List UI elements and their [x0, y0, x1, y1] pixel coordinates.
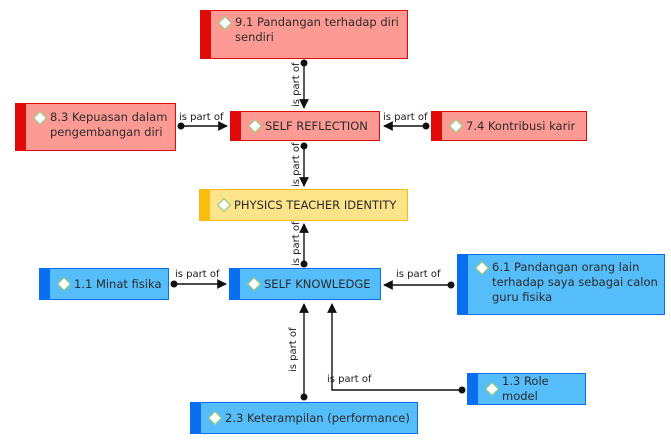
link-dot — [300, 142, 308, 150]
code-diamond-icon — [32, 110, 48, 126]
code-diamond-icon — [448, 118, 464, 134]
node-7-4-kontribusi-karir[interactable]: 7.4 Kontribusi karir — [431, 111, 587, 141]
node-label: SELF REFLECTION — [265, 118, 368, 133]
code-diamond-icon — [484, 381, 500, 397]
code-diamond-icon — [246, 276, 262, 292]
node-accent-bar — [16, 104, 26, 150]
node-accent-bar — [201, 11, 211, 58]
link-13-to-self-knowledge[interactable] — [327, 303, 462, 391]
link-dot — [170, 280, 178, 288]
node-2-3-keterampilan[interactable]: 2.3 Keterampilan (performance) — [190, 402, 418, 434]
node-label: 8.3 Kepuasan dalam pengembangan diri — [50, 110, 168, 139]
code-diamond-icon — [207, 410, 223, 426]
node-accent-bar — [200, 190, 210, 220]
node-label: 1.3 Role model — [502, 374, 549, 403]
link-label: is part of — [179, 112, 224, 123]
node-accent-bar — [40, 269, 50, 299]
link-label: is part of — [288, 327, 299, 372]
link-label: is part of — [396, 269, 441, 280]
node-label: SELF KNOWLEDGE — [264, 276, 371, 291]
link-dot — [422, 122, 430, 130]
node-label: 1.1 Minat fisika — [74, 276, 162, 291]
link-label: is part of — [291, 221, 302, 266]
link-label: is part of — [175, 269, 220, 280]
node-accent-bar — [191, 403, 201, 433]
code-diamond-icon — [56, 276, 72, 292]
node-accent-bar — [458, 255, 468, 314]
node-label: PHYSICS TEACHER IDENTITY — [234, 197, 397, 212]
link-dot — [300, 393, 308, 401]
code-diamond-icon — [217, 15, 233, 31]
node-1-3-role-model[interactable]: 1.3 Role model — [467, 373, 586, 405]
link-dot — [300, 59, 308, 67]
node-label: 7.4 Kontribusi karir — [466, 118, 576, 133]
node-accent-bar — [432, 112, 442, 140]
link-label: is part of — [327, 374, 372, 385]
link-dot — [300, 260, 308, 268]
node-self-reflection[interactable]: SELF REFLECTION — [230, 111, 380, 141]
link-dot — [458, 386, 466, 394]
code-diamond-icon — [474, 260, 490, 276]
node-1-1-minat-fisika[interactable]: 1.1 Minat fisika — [39, 268, 169, 300]
link-label: is part of — [291, 142, 302, 187]
link-dot — [447, 281, 455, 289]
link-dot — [177, 122, 185, 130]
link-label: is part of — [291, 62, 302, 107]
node-accent-bar — [231, 112, 241, 140]
node-label: 2.3 Keterampilan (performance) — [225, 410, 410, 425]
node-accent-bar — [468, 374, 478, 404]
node-label: 9.1 Pandangan terhadap diri sendiri — [235, 15, 399, 44]
node-9-1-pandangan-terhadap-diri[interactable]: 9.1 Pandangan terhadap diri sendiri — [200, 10, 408, 59]
node-8-3-kepuasan-dalam-pengembangan[interactable]: 8.3 Kepuasan dalam pengembangan diri — [15, 103, 176, 151]
node-label: 6.1 Pandangan orang lain terhadap saya s… — [492, 260, 658, 304]
node-self-knowledge[interactable]: SELF KNOWLEDGE — [229, 268, 381, 300]
node-physics-teacher-identity[interactable]: PHYSICS TEACHER IDENTITY — [199, 189, 408, 221]
link-label: is part of — [383, 112, 428, 123]
code-diamond-icon — [247, 118, 263, 134]
node-6-1-pandangan-orang-lain[interactable]: 6.1 Pandangan orang lain terhadap saya s… — [457, 254, 665, 315]
code-diamond-icon — [216, 197, 232, 213]
node-accent-bar — [230, 269, 240, 299]
